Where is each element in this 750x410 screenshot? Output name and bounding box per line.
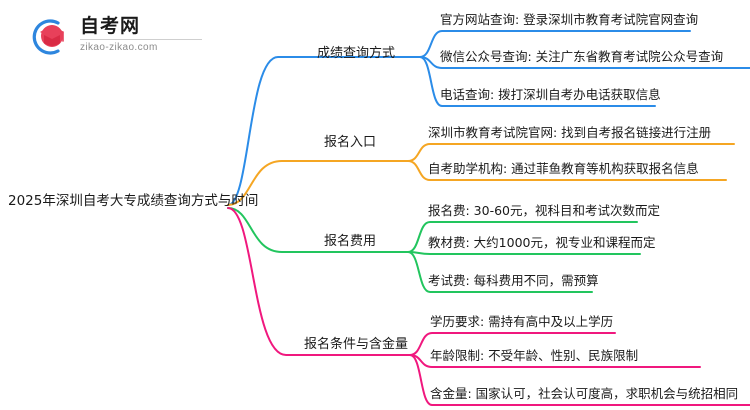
branch-label-0[interactable]: 成绩查询方式 — [316, 46, 395, 61]
leaf-label-2-0[interactable]: 报名费: 30-60元，视科目和考试次数而定 — [428, 203, 661, 218]
leaf-label-0-1[interactable]: 微信公众号查询: 关注广东省教育考试院公众号查询 — [440, 49, 724, 64]
leaf-label-0-2[interactable]: 电话查询: 拨打深圳自考办电话获取信息 — [440, 87, 661, 102]
leaf-label-0-0[interactable]: 官方网站查询: 登录深圳市教育考试院官网查询 — [440, 12, 699, 27]
leaf-label-3-2[interactable]: 含金量: 国家认可，社会认可度高，求职机会与统招相同 — [430, 386, 739, 401]
branch-label-3[interactable]: 报名条件与含金量 — [303, 337, 408, 352]
graduation-cap-logo-icon — [32, 19, 64, 55]
branch-label-1[interactable]: 报名入口 — [323, 135, 376, 150]
branch-label-2[interactable]: 报名费用 — [323, 234, 376, 249]
logo-url: zikao-zikao.com — [80, 42, 158, 53]
logo-name: 自考网 — [80, 15, 141, 37]
leaf-label-3-1[interactable]: 年龄限制: 不受年龄、性别、民族限制 — [430, 348, 639, 363]
leaf-label-2-1[interactable]: 教材费: 大约1000元，视专业和课程而定 — [428, 235, 656, 250]
logo-divider — [80, 39, 202, 40]
leaf-label-3-0[interactable]: 学历要求: 需持有高中及以上学历 — [430, 314, 614, 329]
leaf-label-1-1[interactable]: 自考助学机构: 通过菲鱼教育等机构获取报名信息 — [428, 161, 699, 176]
mindmap-root-label: 2025年深圳自考大专成绩查询方式与时间 — [8, 193, 259, 209]
leaf-label-1-0[interactable]: 深圳市教育考试院官网: 找到自考报名链接进行注册 — [428, 125, 712, 140]
site-logo: 自考网 zikao-zikao.com — [28, 14, 208, 62]
leaf-label-2-2[interactable]: 考试费: 每科费用不同，需预算 — [428, 273, 599, 288]
